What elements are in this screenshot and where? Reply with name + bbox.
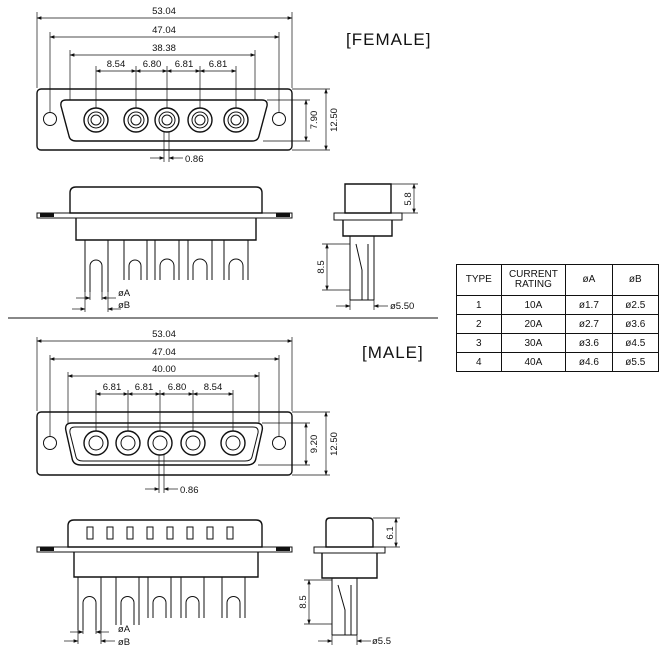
table-row: 1 10A ø1.7 ø2.5 (456, 295, 660, 315)
female-dim-pitch-4: 6.81 (209, 59, 228, 70)
cell-current: 30A (500, 333, 567, 353)
female-contacts (83, 107, 249, 133)
male-dim-pin-dia: ø5.5 (372, 636, 391, 647)
female-pins (84, 240, 249, 292)
male-pins (77, 577, 246, 630)
female-mount-hole-right (272, 112, 286, 126)
female-dim-mount-spacing: 47.04 (152, 25, 176, 36)
male-dim-side-height: 6.1 (385, 526, 396, 539)
female-dim-pitch-2: 6.80 (143, 59, 162, 70)
cell-dia-a: ø3.6 (565, 333, 613, 353)
table-row: 4 40A ø4.6 ø5.5 (456, 352, 660, 372)
female-dim-flange-height: 12.50 (329, 108, 340, 132)
cell-current: 10A (500, 295, 567, 315)
col-type: TYPE (456, 264, 502, 296)
male-dim-pitch-3: 6.80 (168, 382, 187, 393)
female-dim-shell-height: 7.90 (309, 111, 320, 130)
male-dim-shell-width: 40.00 (152, 364, 176, 375)
male-dim-overall-width: 53.04 (152, 329, 176, 340)
female-dim-pin-dia: ø5.50 (390, 301, 414, 312)
male-flange (36, 411, 293, 476)
male-front-view: 53.04 47.04 40.00 6.81 6.81 6.80 8.54 9.… (36, 329, 424, 496)
female-dim-offset: 0.86 (185, 154, 204, 165)
male-mount-hole-right (272, 436, 286, 450)
cell-type: 1 (456, 295, 502, 315)
female-dim-pitch-3: 6.81 (175, 59, 194, 70)
col-dia-b: øB (611, 264, 660, 296)
male-shell (64, 422, 264, 466)
male-dim-pitch-1: 6.81 (103, 382, 122, 393)
male-contact-tips (86, 526, 234, 540)
cell-dia-a: ø1.7 (565, 295, 613, 315)
table-row: 3 30A ø3.6 ø4.5 (456, 333, 660, 353)
female-shell (60, 99, 268, 142)
male-dim-shell-height: 9.20 (309, 435, 320, 454)
male-mount-hole-left (43, 436, 57, 450)
type-spec-table: TYPE CURRENT RATING øA øB 1 10A ø1.7 ø2.… (456, 264, 660, 372)
male-dim-pin-b: øB (118, 637, 130, 648)
female-dim-side-height: 5.8 (403, 192, 414, 205)
cell-type: 2 (456, 314, 502, 334)
male-dim-flange-height: 12.50 (329, 432, 340, 456)
male-dim-pitch-2: 6.81 (135, 382, 154, 393)
male-dim-pitch-4: 8.54 (204, 382, 223, 393)
male-dim-pin-a: øA (118, 624, 131, 635)
col-dia-a: øA (565, 264, 613, 296)
male-contacts (83, 430, 246, 456)
cell-current: 20A (500, 314, 567, 334)
female-bottom-view: øA øB (36, 186, 293, 312)
female-side-view: 5.8 8.5 ø5.50 (316, 183, 418, 312)
female-mount-hole-left (43, 112, 57, 126)
female-dim-pin-b: øB (118, 300, 130, 311)
cell-dia-b: ø4.5 (611, 333, 660, 353)
female-title: [FEMALE] (346, 30, 431, 49)
male-title: [MALE] (362, 343, 424, 362)
female-dim-pitch-1: 8.54 (107, 59, 126, 70)
female-flange (36, 88, 293, 151)
male-dim-pin-length: 8.5 (298, 595, 309, 608)
female-dim-pin-length: 8.5 (316, 260, 327, 273)
cell-dia-a: ø4.6 (565, 352, 613, 372)
col-current-rating: CURRENT RATING (500, 264, 567, 296)
male-side-view: 6.1 8.5 ø5.5 (298, 517, 400, 647)
cell-dia-a: ø2.7 (565, 314, 613, 334)
female-front-view: 53.04 47.04 38.38 8.54 6.80 6.81 6.81 7.… (36, 6, 431, 165)
cell-type: 4 (456, 352, 502, 372)
male-dim-mount-spacing: 47.04 (152, 347, 176, 358)
cell-dia-b: ø2.5 (611, 295, 660, 315)
male-dim-offset: 0.86 (180, 485, 199, 496)
table-row: 2 20A ø2.7 ø3.6 (456, 314, 660, 334)
cell-dia-b: ø3.6 (611, 314, 660, 334)
male-bottom-view: øA øB (36, 519, 293, 648)
female-dim-shell-width: 38.38 (152, 43, 176, 54)
female-dim-pin-a: øA (118, 288, 131, 299)
cell-type: 3 (456, 333, 502, 353)
female-dim-overall-width: 53.04 (152, 6, 176, 17)
cell-current: 40A (500, 352, 567, 372)
cell-dia-b: ø5.5 (611, 352, 660, 372)
table-header-row: TYPE CURRENT RATING øA øB (456, 264, 660, 296)
